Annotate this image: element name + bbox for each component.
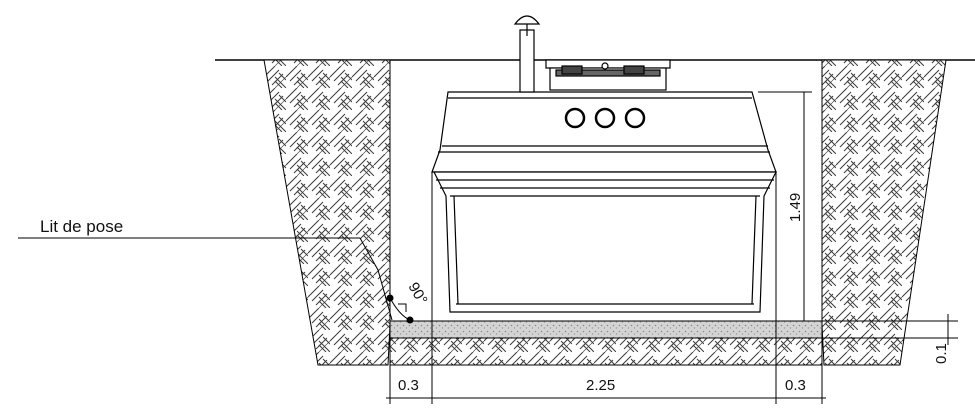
access-cover: [545, 59, 671, 91]
angle-label: 90°: [405, 280, 431, 308]
vent-pipe: [513, 15, 541, 93]
side-right-value: 0.3: [785, 377, 806, 394]
soil-right-wall: [821, 59, 947, 366]
soil-bottom: [389, 337, 823, 366]
height-dimension: [750, 91, 812, 322]
tank-width-value: 2.25: [586, 377, 615, 394]
bedding-label: Lit de pose: [40, 217, 123, 236]
bedding-leader-elbow: [359, 237, 393, 321]
angle-mark: [386, 294, 414, 324]
side-left-value: 0.3: [398, 377, 419, 394]
width-dimensions: [386, 172, 826, 404]
tank: [431, 91, 777, 313]
bedding-layer: [389, 320, 823, 339]
height-value: 1.49: [787, 193, 804, 222]
bed-thickness-dimension: [822, 314, 958, 345]
tank-openings: [564, 107, 646, 129]
soil-left-wall: [263, 59, 391, 366]
bed-thickness-value: 0.1: [933, 343, 950, 364]
